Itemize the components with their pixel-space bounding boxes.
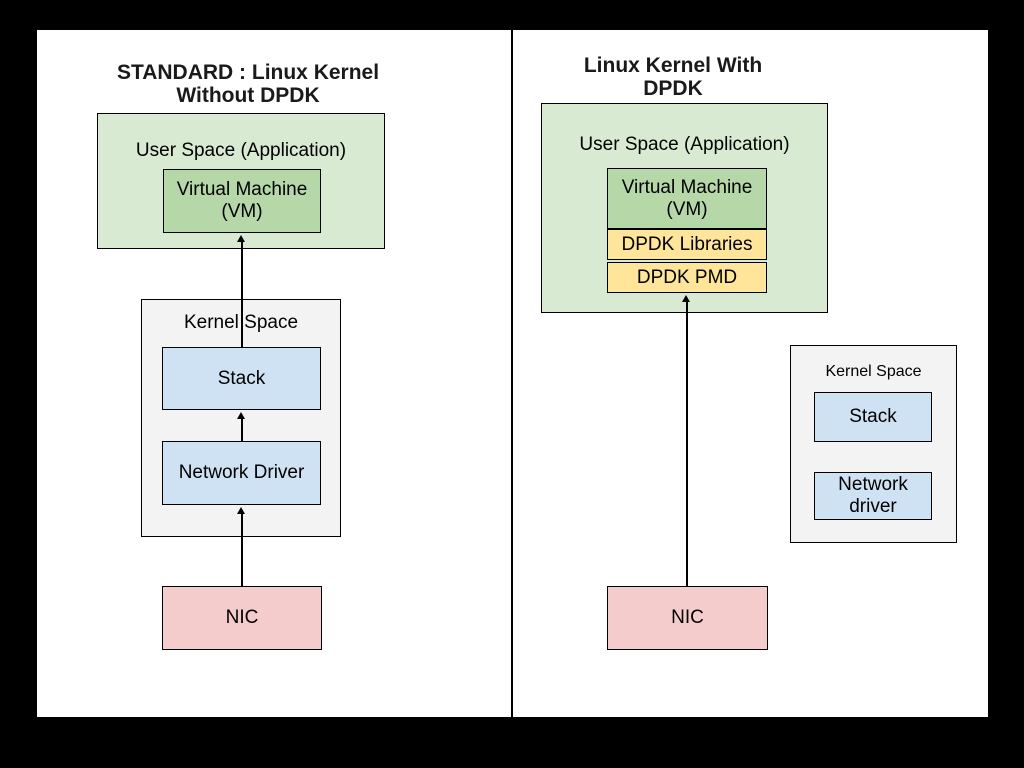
right-title-line1: Linux Kernel With <box>583 54 763 77</box>
network-driver-label-line2-right: driver <box>849 496 897 517</box>
kernel-space-label-right: Kernel Space <box>825 363 922 380</box>
stack-label-right: Stack <box>849 406 897 427</box>
arrow-stack-to-vm-head-icon <box>237 235 245 242</box>
arrow-driver-to-stack-head-icon <box>237 412 245 419</box>
vm-label-line2-left: (VM) <box>221 201 263 222</box>
user-space-label-left: User Space (Application) <box>135 140 347 161</box>
user-space-label-right: User Space (Application) <box>579 134 790 155</box>
network-driver-box-right: Network driver <box>814 472 932 520</box>
arrow-nic-to-pmd-head-icon <box>682 295 690 302</box>
slide-canvas: STANDARD : Linux Kernel Without DPDK Use… <box>37 30 988 717</box>
dpdk-pmd-box: DPDK PMD <box>607 262 767 293</box>
vm-label-line1-left: Virtual Machine <box>176 179 308 200</box>
right-title-line2: DPDK <box>643 77 703 100</box>
virtual-machine-box-left: Virtual Machine (VM) <box>163 169 321 233</box>
network-driver-box-left: Network Driver <box>162 441 321 505</box>
arrow-nic-to-driver-line <box>241 514 243 586</box>
nic-label-right: NIC <box>671 607 704 628</box>
right-panel-title: Linux Kernel With DPDK <box>523 54 823 100</box>
virtual-machine-box-right: Virtual Machine (VM) <box>607 168 767 229</box>
kernel-space-label-left: Kernel Space <box>183 312 299 333</box>
dpdk-libraries-label: DPDK Libraries <box>621 233 753 255</box>
left-panel-title: STANDARD : Linux Kernel Without DPDK <box>78 61 418 107</box>
left-title-line1: STANDARD : Linux Kernel <box>116 61 380 84</box>
stack-box-right: Stack <box>814 392 932 442</box>
arrow-nic-to-driver-head-icon <box>237 507 245 514</box>
network-driver-label-left: Network Driver <box>178 462 305 483</box>
panel-divider <box>511 30 513 717</box>
network-driver-label-line1-right: Network <box>838 474 908 495</box>
vm-label-line2-right: (VM) <box>666 198 708 220</box>
nic-label-left: NIC <box>225 607 259 628</box>
nic-box-left: NIC <box>162 586 322 650</box>
arrow-stack-to-vm-line <box>241 242 243 347</box>
nic-box-right: NIC <box>607 586 768 650</box>
vm-label-line1-right: Virtual Machine <box>621 176 753 198</box>
stack-label-left: Stack <box>217 367 266 389</box>
left-title-line2: Without DPDK <box>176 84 320 107</box>
arrow-driver-to-stack-line <box>241 419 243 441</box>
dpdk-libraries-box: DPDK Libraries <box>607 229 767 260</box>
stack-box-left: Stack <box>162 347 321 410</box>
dpdk-pmd-label: DPDK PMD <box>636 266 738 288</box>
arrow-nic-to-pmd-line <box>686 302 688 586</box>
